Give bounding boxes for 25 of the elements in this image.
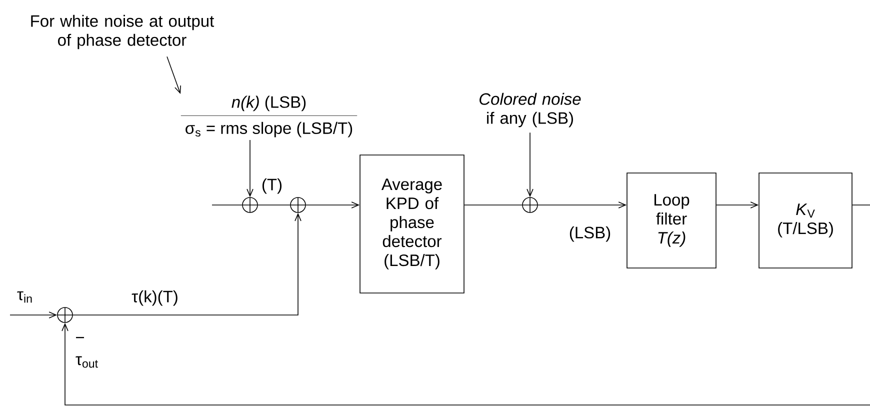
note-text: For white noise at output of phase detector <box>31 14 214 50</box>
summing-junction <box>522 197 538 213</box>
edge-label: (T) <box>260 177 284 195</box>
noise-text: Colored noise if any (LSB) <box>480 92 581 128</box>
filter-box: Loop filter T(z) <box>626 172 716 268</box>
edge-label: (LSB) <box>568 225 612 243</box>
arrow <box>716 202 759 208</box>
arrow <box>72 212 302 316</box>
noise-fraction: n(k) (LSB) σ$_{s}$ = rms slope (LSB/T) <box>180 96 358 138</box>
arrow <box>306 202 360 208</box>
arrow <box>246 140 254 198</box>
signal-label: τ$_{in}$ <box>17 291 32 303</box>
arrow <box>166 56 181 94</box>
summing-junction <box>242 197 258 213</box>
arrow <box>538 202 627 208</box>
summing-junction <box>57 307 73 323</box>
detector-box: Average KPD of phase detector (LSB/T) <box>360 154 464 294</box>
edge-label: τ(k)(T) <box>130 289 180 307</box>
summing-junction <box>290 197 306 213</box>
arrow <box>526 132 534 198</box>
arrow <box>10 312 58 318</box>
arrow <box>62 204 870 406</box>
signal-label: τ$_{out}$ <box>76 356 98 368</box>
gain-box: K$_{V}$ (T/LSB) <box>758 172 852 268</box>
minus-sign: − <box>76 336 84 338</box>
